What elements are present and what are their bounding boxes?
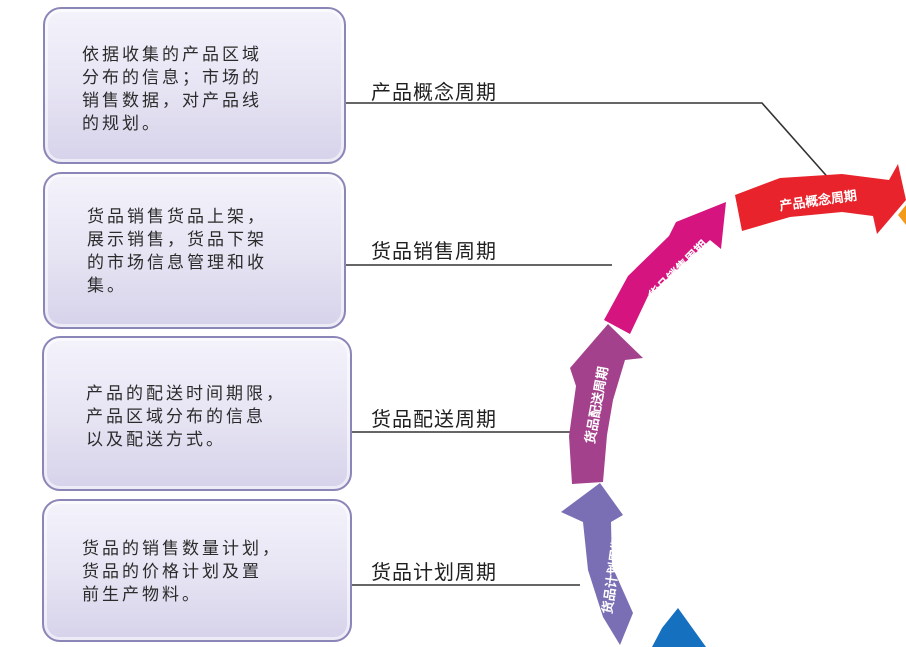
card-goods-delivery: 产品的配送时间期限， 产品区域分布的信息 以及配送方式。 — [42, 336, 352, 491]
cycle-label-goods-delivery: 货品配送周期 — [371, 407, 497, 431]
arrow-blue — [652, 608, 706, 647]
card-product-concept: 依据收集的产品区域 分布的信息；市场的 销售数据，对产品线 的规划。 — [43, 7, 346, 164]
arrow-edge-orange — [898, 205, 906, 225]
card-goods-plan: 货品的销售数量计划， 货品的价格计划及置 前生产物料。 — [42, 499, 352, 642]
card-goods-sales-text: 货品销售货品上架， 展示销售，货品下架 的市场信息管理和收 集。 — [87, 207, 267, 296]
arrow-goods-plan — [561, 483, 633, 645]
card-goods-delivery-text: 产品的配送时间期限， 产品区域分布的信息 以及配送方式。 — [86, 384, 286, 450]
card-product-concept-text: 依据收集的产品区域 分布的信息；市场的 销售数据，对产品线 的规划。 — [82, 45, 262, 134]
arrow-goods-sales — [604, 202, 726, 334]
connector-product-concept — [346, 102, 833, 183]
arrow-product-concept — [735, 164, 906, 234]
card-goods-sales: 货品销售货品上架， 展示销售，货品下架 的市场信息管理和收 集。 — [43, 172, 346, 329]
arrow-goods-delivery — [569, 324, 643, 484]
card-goods-plan-text: 货品的销售数量计划， 货品的价格计划及置 前生产物料。 — [82, 539, 282, 605]
cycle-label-goods-plan: 货品计划周期 — [371, 560, 497, 584]
cycle-label-goods-sales: 货品销售周期 — [371, 239, 497, 263]
cycle-label-product-concept: 产品概念周期 — [371, 80, 497, 104]
